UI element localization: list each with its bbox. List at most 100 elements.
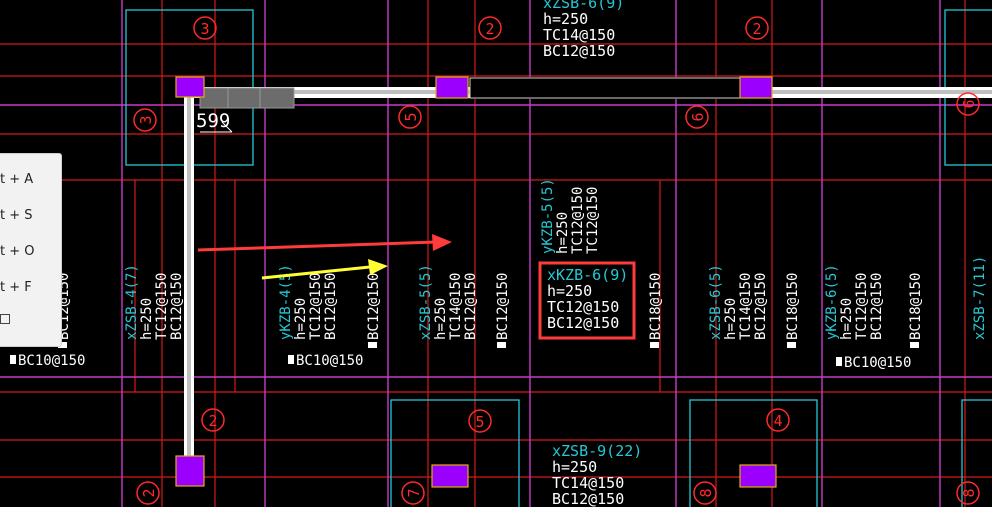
svg-text:BC18@150: BC18@150 bbox=[648, 273, 664, 340]
bc-labels-horizontal: BC10@150 BC10@150 BC10@150 bbox=[10, 353, 911, 371]
annotation-title: yKZB-5(5) bbox=[540, 178, 556, 254]
annotation-line: h=250 bbox=[555, 212, 571, 254]
grid-circle-number: 8 bbox=[960, 488, 978, 497]
annotation-line: BC12@150 bbox=[552, 490, 624, 507]
annotation-title: yKZB-6(5) bbox=[824, 264, 840, 340]
bc-label-vertical: BC12@150 bbox=[366, 273, 382, 348]
grid-circle-marker: 5 bbox=[468, 409, 492, 433]
annotation-line: TC12@150 bbox=[308, 273, 324, 340]
annotation-line: TC12@150 bbox=[154, 273, 170, 340]
grid-circle-number: 5 bbox=[402, 112, 420, 121]
grid-circle-marker: 2 bbox=[201, 408, 225, 432]
bc-label-vertical: BC12@150 bbox=[495, 273, 511, 348]
annotation-line: BC12@150 bbox=[323, 273, 339, 340]
yellow-arrow bbox=[261, 259, 388, 280]
annotation-line: h=250 bbox=[723, 298, 739, 340]
grid-circle-marker: 2 bbox=[136, 481, 160, 505]
beams bbox=[184, 77, 992, 473]
grid-circle-number: 6 bbox=[689, 112, 707, 121]
annotation-line: TC14@150 bbox=[552, 474, 624, 492]
bc-label: BC10@150 bbox=[10, 353, 85, 369]
grid-circle-number: 3 bbox=[200, 20, 209, 38]
annotation-line: TC12@150 bbox=[854, 273, 870, 340]
annotation-title: xZSB-4(7) bbox=[124, 264, 140, 340]
svg-text:BC18@150: BC18@150 bbox=[908, 273, 924, 340]
annotation-line: BC12@150 bbox=[753, 273, 769, 340]
annotation-title: xKZB-6(9) bbox=[547, 266, 628, 284]
menu-checkbox[interactable] bbox=[0, 314, 10, 324]
grid-circle-marker: 6 bbox=[685, 105, 709, 129]
grid-circle-marker: 4 bbox=[766, 408, 790, 432]
bc-label-vertical: BC18@150 bbox=[785, 273, 801, 348]
dimension-text: 599 bbox=[196, 110, 230, 132]
context-menu: t + A t + S t + O t + F bbox=[0, 153, 62, 347]
bc-label-vertical: BC18@150 bbox=[648, 273, 664, 348]
annotation-line: TC12@150 bbox=[585, 187, 601, 254]
svg-text:BC10@150: BC10@150 bbox=[18, 353, 85, 369]
highlight-box bbox=[538, 261, 636, 340]
annotation-line: TC12@150 bbox=[570, 187, 586, 254]
horizontal-annotations: xZSB-6(9)h=250TC14@150BC12@150xKZB-6(9)h… bbox=[543, 0, 642, 507]
annotation-title: xZSB-9(22) bbox=[552, 442, 642, 460]
grid-circle-marker: 3 bbox=[133, 108, 157, 132]
annotation-title: xZSB-6(5) bbox=[708, 264, 724, 340]
annotation-title: xZSB-7(11) bbox=[972, 256, 988, 340]
annotation-line: BC12@150 bbox=[169, 273, 185, 340]
svg-text:BC18@150: BC18@150 bbox=[785, 273, 801, 340]
grid-circle-number: 2 bbox=[208, 412, 217, 430]
annotation-block-vertical: xZSB-7(11) bbox=[972, 256, 988, 340]
svg-text:BC12@150: BC12@150 bbox=[495, 273, 511, 340]
svg-text:BC12@150: BC12@150 bbox=[366, 273, 382, 340]
red-arrow bbox=[197, 234, 452, 252]
grid-circle-marker: 2 bbox=[745, 16, 769, 40]
grid-circle-number: 8 bbox=[697, 488, 715, 497]
grid-circle-number: 7 bbox=[405, 488, 423, 497]
grid-circle-number: 2 bbox=[752, 20, 761, 38]
columns bbox=[175, 76, 777, 488]
grid-circle-marker: 8 bbox=[956, 481, 980, 505]
grid-circle-number: 3 bbox=[137, 115, 155, 124]
menu-item-s[interactable]: t + S bbox=[0, 208, 33, 223]
menu-item-f[interactable]: t + F bbox=[0, 280, 32, 295]
annotation-line: TC12@150 bbox=[547, 298, 619, 316]
grid-circle-number: 6 bbox=[960, 99, 978, 108]
annotation-line: TC14@150 bbox=[448, 273, 464, 340]
menu-item-a[interactable]: t + A bbox=[0, 172, 34, 187]
dimension-marker bbox=[200, 121, 233, 133]
grid-circle-marker: 8 bbox=[693, 481, 717, 505]
annotation-line: h=250 bbox=[293, 298, 309, 340]
annotation-line: h=250 bbox=[552, 458, 597, 476]
annotation-title: xZSB-5(5) bbox=[418, 264, 434, 340]
bc-label: BC10@150 bbox=[836, 355, 911, 371]
menu-item-o[interactable]: t + O bbox=[0, 244, 35, 259]
grid-circle-number: 2 bbox=[140, 488, 158, 497]
grid-circle-markers: 3 2 2 3 5 6 6 2 5 4 2 7 8 8 bbox=[133, 16, 980, 505]
grid-circle-number: 2 bbox=[485, 20, 494, 38]
annotation-line: TC14@150 bbox=[543, 26, 615, 44]
grid-circle-marker: 7 bbox=[401, 481, 425, 505]
annotation-line: BC12@150 bbox=[547, 314, 619, 332]
annotation-line: h=250 bbox=[139, 298, 155, 340]
svg-text:BC10@150: BC10@150 bbox=[296, 353, 363, 369]
grid-circle-number: 4 bbox=[773, 412, 782, 430]
annotation-line: BC12@150 bbox=[463, 273, 479, 340]
annotation-title: yKZB-4(5) bbox=[278, 264, 294, 340]
annotation-title: xZSB-6(9) bbox=[543, 0, 624, 12]
grid-circle-marker: 5 bbox=[398, 105, 422, 129]
annotation-line: BC12@150 bbox=[543, 42, 615, 60]
grid-circle-marker: 2 bbox=[478, 16, 502, 40]
annotation-line: h=250 bbox=[433, 298, 449, 340]
bc-label: BC10@150 bbox=[288, 353, 363, 369]
grid-circle-marker: 6 bbox=[956, 92, 980, 116]
